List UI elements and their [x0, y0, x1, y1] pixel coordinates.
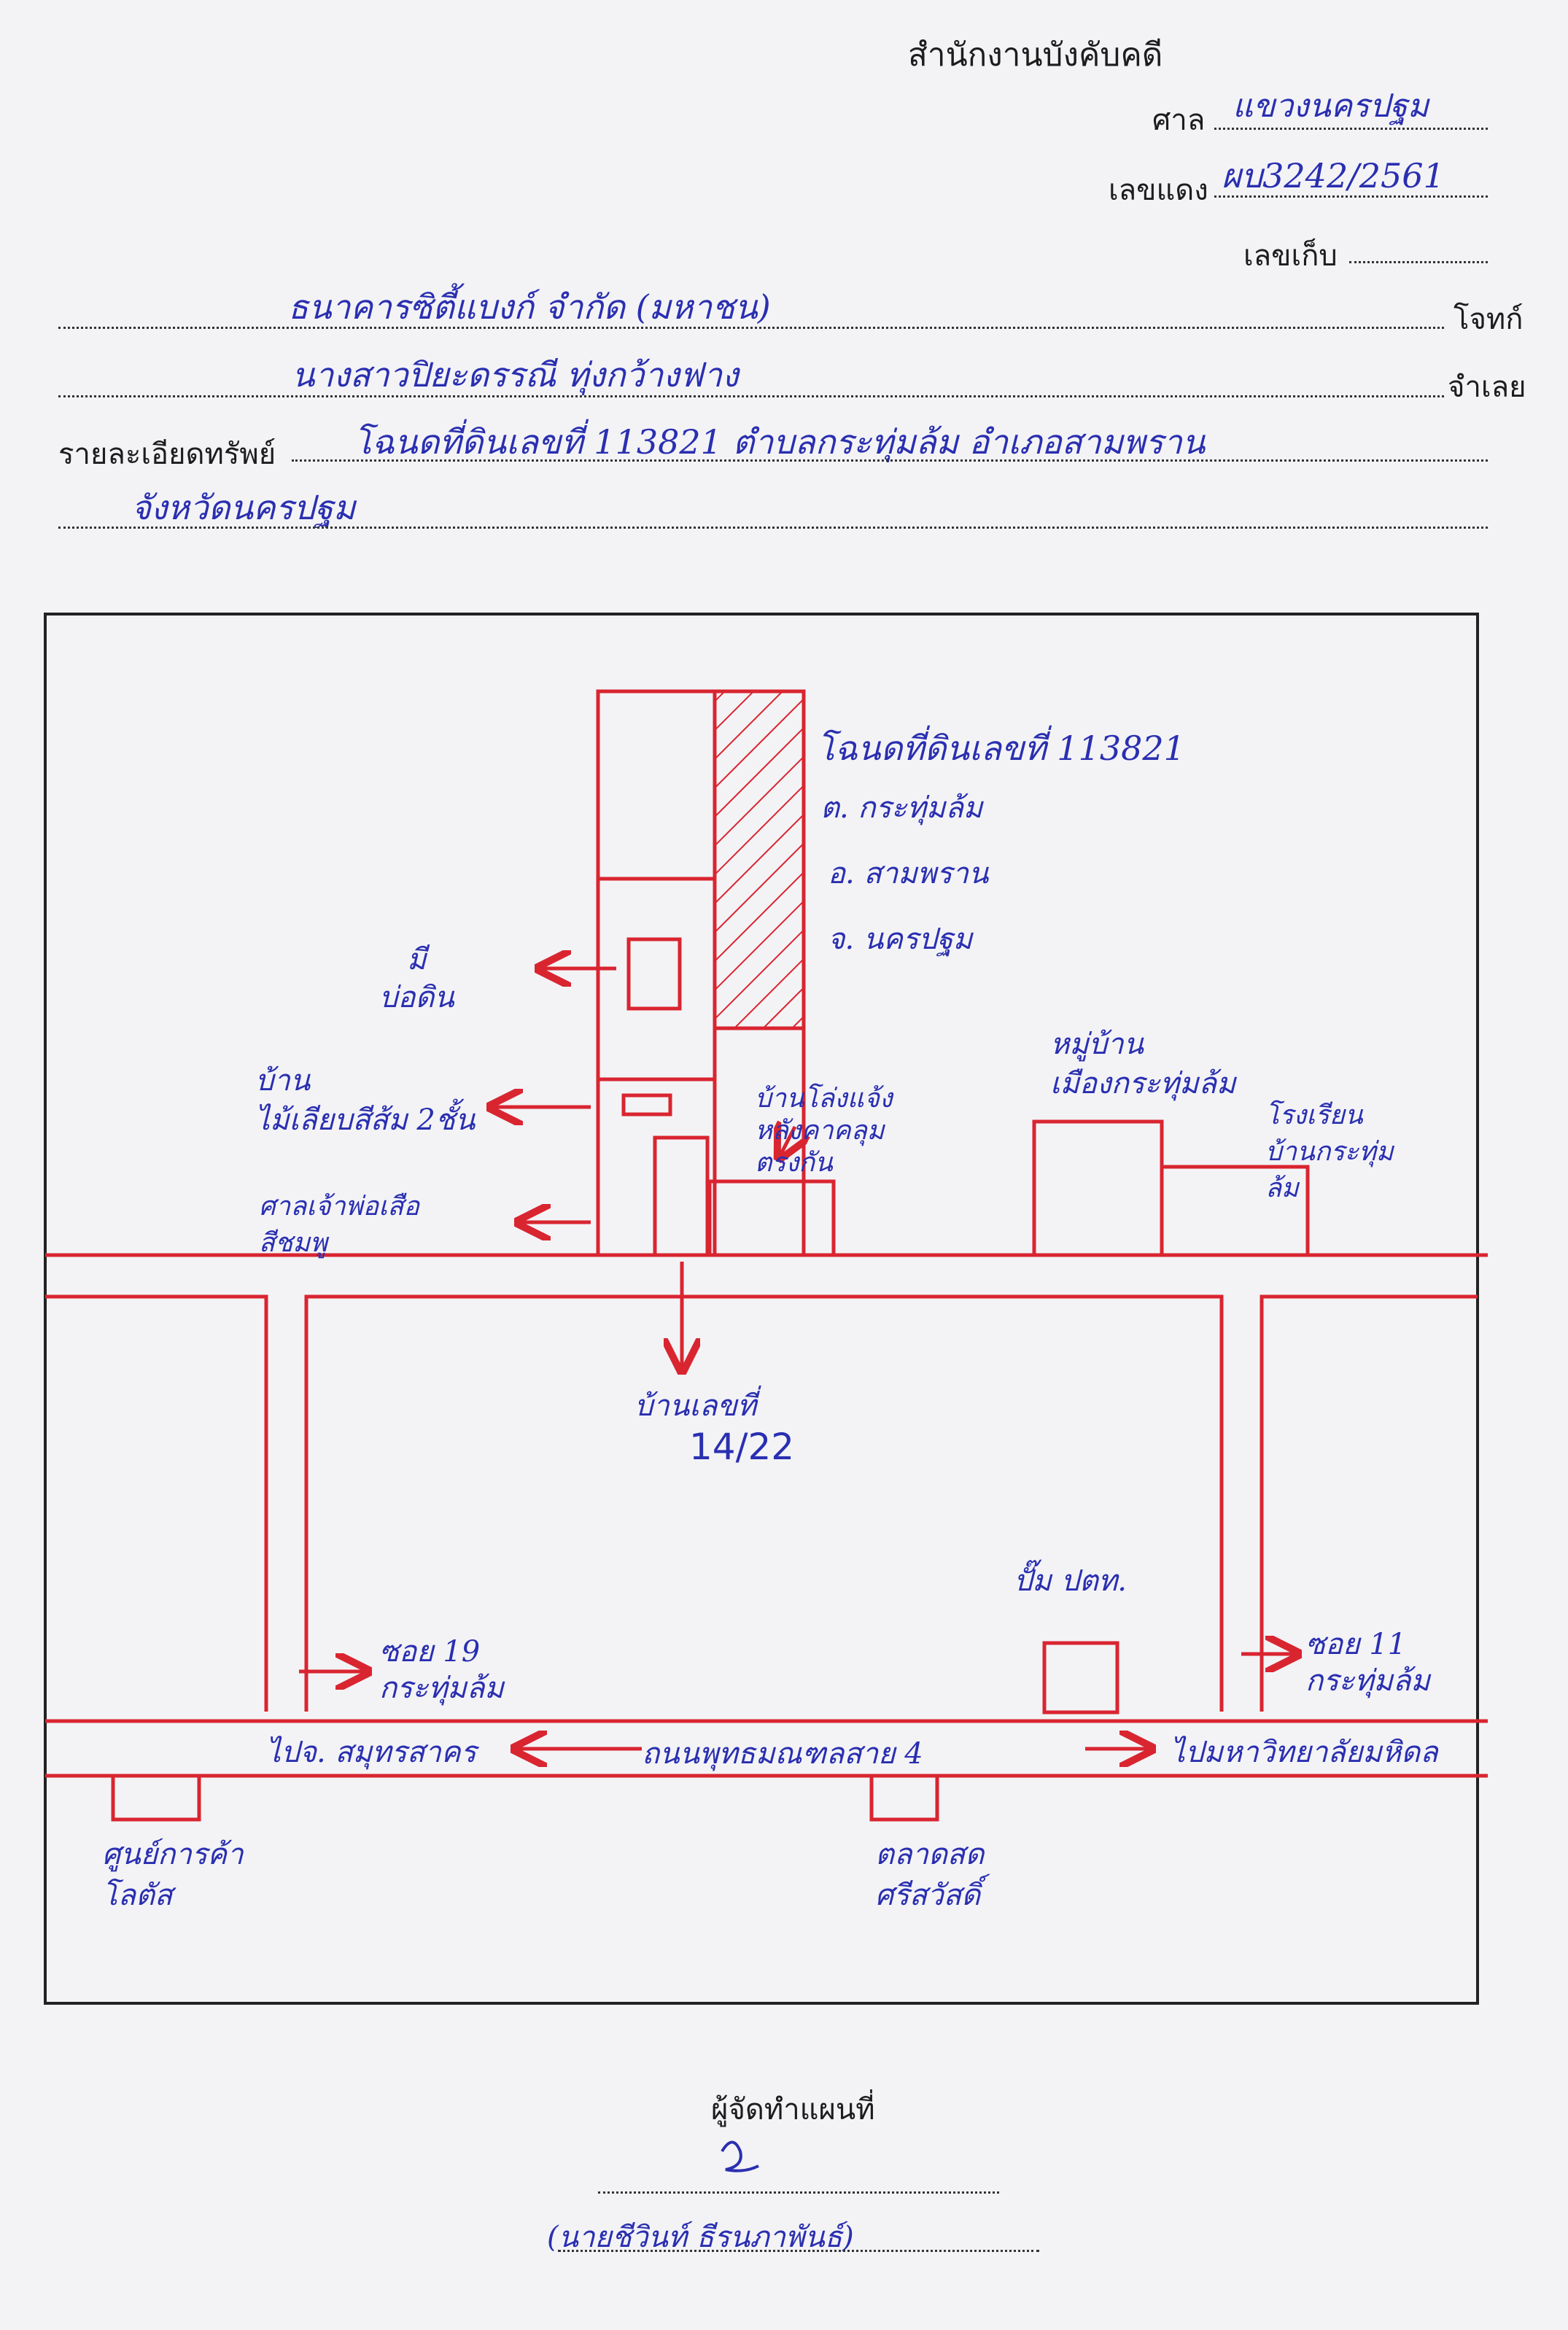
mall-building — [111, 1774, 201, 1822]
mall-label: ศูนย์การค้า โลตัส — [102, 1838, 244, 1912]
to-samut-sakhon-label: ไปจ. สมุทรสาคร — [266, 1736, 477, 1769]
property-dotted-line-2 — [58, 527, 1488, 529]
market-label: ตลาดสด ศรีสวัสดิ์ — [875, 1838, 985, 1912]
amphoe-label: อ. สามพราน — [828, 857, 989, 890]
village-label: หมู่บ้าน เมืองกระทุ่มล้ม — [1050, 1028, 1236, 1100]
court-value: แขวงนครปฐม — [1233, 88, 1429, 125]
red-number-label: เลขแดง — [1109, 174, 1208, 207]
defendant-label: จำเลย — [1448, 370, 1526, 404]
map-frame — [44, 613, 1479, 2005]
changwat-label: จ. นครปฐม — [828, 923, 973, 956]
pond-symbol — [626, 937, 682, 1011]
soi-11-label: ซอย 11 กระทุ่มล้ม — [1305, 1628, 1430, 1698]
soi-19-label: ซอย 19 กระทุ่มล้ม — [379, 1635, 504, 1705]
adjacent-building-label: บ้านโล่งแจ้ง หลังคาคลุม ตรงกัน — [755, 1084, 893, 1178]
property-dotted-line-1 — [292, 459, 1488, 462]
house-sign — [621, 1093, 672, 1117]
plaintiff-value: ธนาคารซิตี้แบงก์ จำกัด (มหาชน) — [288, 287, 771, 327]
red-number-dotted-line — [1214, 195, 1488, 198]
file-number-dotted-line — [1349, 261, 1488, 263]
property-line-2: จังหวัดนครปฐม — [131, 488, 356, 527]
bus-stop-label: ศาลเจ้าพ่อเสือ สีชมพู — [259, 1192, 419, 1258]
signature-name: (นายชีวินท์ ธีรนภาพันธ์) — [547, 2221, 854, 2254]
ptt-label: ปั๊ม ปตท. — [1014, 1564, 1127, 1598]
court-label: ศาล — [1152, 104, 1206, 137]
plaintiff-label: โจทก์ — [1453, 303, 1524, 336]
office-title: สำนักงานบังคับคดี — [908, 36, 1163, 74]
map-maker-label: ผู้จัดทำแผนที่ — [711, 2093, 875, 2127]
market-building — [869, 1774, 939, 1822]
signature-name-dotted-line — [558, 2250, 1039, 2252]
tambon-label: ต. กระทุ่มล้ม — [820, 791, 983, 825]
defendant-value: นางสาวปิยะดรรณี ทุ่งกว้างฟาง — [292, 355, 739, 395]
house-left-label: บ้าน ไม้เลียบสีส้ม 2ชั้น — [255, 1064, 476, 1137]
red-number-value: ผบ3242/2561 — [1222, 156, 1445, 195]
property-label: รายละเอียดทรัพย์ — [58, 438, 276, 471]
plaintiff-dotted-line — [58, 327, 1444, 329]
house-number-label: บ้านเลขที่ — [634, 1389, 757, 1423]
main-road-label: ถนนพุทธมณฑลสาย 4 — [642, 1737, 923, 1771]
deed-title: โฉนดที่ดินเลขที่ 113821 — [817, 729, 1185, 768]
to-mahidol-label: ไปมหาวิทยาลัยมหิดล — [1171, 1736, 1438, 1769]
left-lot-label: มี บ่อดิน — [379, 943, 454, 1014]
property-line-1: โฉนดที่ดินเลขที่ 113821 ตำบลกระทุ่มล้ม อ… — [354, 422, 1206, 462]
file-number-label: เลขเก็บ — [1243, 239, 1338, 273]
court-dotted-line — [1214, 128, 1488, 130]
school-label: โรงเรียน บ้านกระทุ่ม ล้ม — [1265, 1100, 1394, 1203]
signature-dotted-line — [598, 2191, 999, 2194]
defendant-dotted-line — [58, 395, 1444, 397]
hatched-area — [713, 689, 806, 1030]
ptt-building — [1042, 1641, 1119, 1715]
house-number-value: 14/22 — [689, 1426, 795, 1468]
